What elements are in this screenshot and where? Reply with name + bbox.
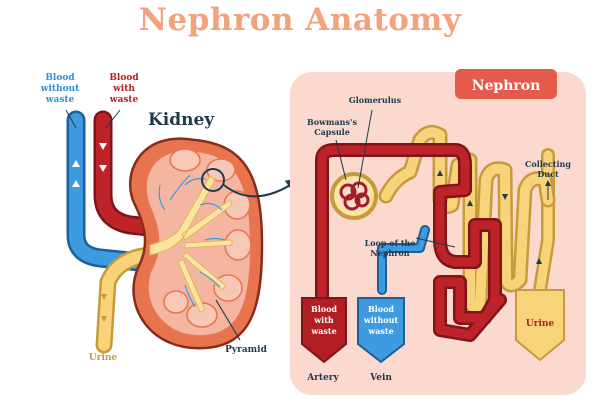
artery-box-line3: waste (310, 326, 336, 336)
bowmans-capsule-label-line2: Capsule (314, 127, 350, 137)
vein-box-line1: Blood (368, 304, 394, 314)
artery-label: Artery (306, 373, 339, 383)
page-title: Nephron Anatomy (138, 2, 462, 38)
renal-vein (69, 113, 147, 269)
zoom-arrow (223, 178, 301, 198)
ureter-down-arrows (101, 294, 107, 322)
artery-label-pointer (105, 109, 121, 129)
kidney-illustration (65, 109, 264, 354)
kidney-pyramids (163, 148, 252, 328)
kidney-heading: Kidney (148, 110, 215, 130)
blood-without-waste-line3: waste (45, 95, 75, 105)
kidney-vessel-branches (158, 174, 226, 308)
renal-artery (96, 113, 165, 235)
kidney-urine-label: Urine (89, 353, 118, 363)
vein-box-line3: waste (367, 326, 393, 336)
vein-box (357, 297, 405, 364)
nephron-tubules (315, 124, 556, 342)
vein-up-arrows (72, 160, 80, 187)
nephron-pointers (335, 109, 549, 248)
pyramid-label: Pyramid (225, 345, 268, 355)
artery-box-line2: with (313, 315, 334, 325)
loop-label-line1: Loop of the (365, 238, 416, 248)
blood-with-waste-line3: waste (109, 95, 139, 105)
blood-without-waste-line1: Blood (45, 73, 75, 83)
collecting-duct-label-line1: Collecting (525, 159, 571, 169)
renal-pelvis (149, 175, 233, 313)
nephron-badge (455, 69, 557, 99)
artery-box (301, 297, 347, 364)
blood-without-waste-line2: without (40, 84, 80, 94)
zoom-circle (201, 168, 225, 192)
glomerulus-label: Glomerulus (349, 95, 402, 105)
blood-with-waste-line1: Blood (109, 73, 139, 83)
collecting-duct-label-line2: Duct (537, 169, 559, 179)
vein-label-pointer (65, 109, 77, 129)
blood-with-waste-line2: with (112, 84, 135, 94)
pyramid-pointer (215, 299, 241, 341)
vein-label: Vein (369, 373, 392, 383)
nephron-badge-label: Nephron (472, 78, 541, 94)
artery-down-arrows (99, 143, 107, 172)
vein-box-line2: without (363, 315, 399, 325)
artery-box-line1: Blood (311, 304, 337, 314)
urine-box-label: Urine (526, 319, 555, 329)
bowmans-capsule-label-line1: Bowmans's (307, 117, 357, 127)
loop-label-line2: Nephron (370, 248, 409, 258)
urine-box (515, 289, 565, 362)
